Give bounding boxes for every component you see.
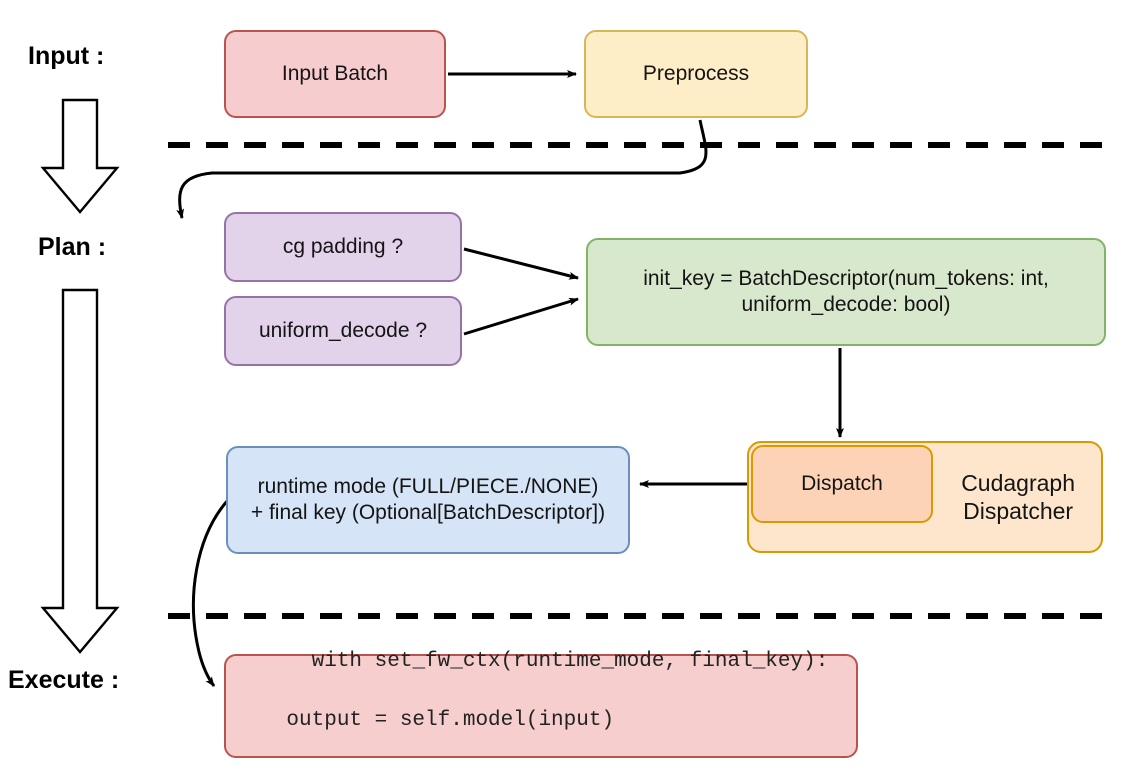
node-cg-padding-label: cg padding ? (282, 235, 404, 259)
node-exec-code-line1: with set_fw_ctx(runtime_mode, final_key)… (311, 650, 829, 674)
node-exec-code-text: with set_fw_ctx(runtime_mode, final_key)… (236, 618, 828, 770)
edge-preprocess-to-cg-padding (176, 119, 708, 219)
node-dispatch[interactable]: Dispatch (751, 445, 933, 523)
stage-label-execute: Execute : (8, 666, 120, 694)
node-cudagraph-dispatcher-text: Cudagraph Dispatcher (961, 469, 1075, 525)
stage-arrow-input-to-plan (40, 98, 120, 214)
node-init-key[interactable]: init_key = BatchDescriptor(num_tokens: i… (586, 238, 1106, 346)
node-input-batch[interactable]: Input Batch (224, 30, 446, 118)
edge-cg-padding-to-init-key (463, 247, 579, 280)
node-init-key-line1: init_key = BatchDescriptor(num_tokens: i… (643, 267, 1049, 291)
node-dispatch-label: Dispatch (801, 472, 883, 496)
node-uniform-decode-label: uniform_decode ? (258, 319, 428, 343)
node-uniform-decode[interactable]: uniform_decode ? (224, 296, 462, 366)
node-input-batch-label: Input Batch (281, 62, 389, 86)
node-runtime-mode-line1: runtime mode (FULL/PIECE./NONE) (257, 475, 599, 499)
node-runtime-mode[interactable]: runtime mode (FULL/PIECE./NONE) + final … (226, 446, 630, 554)
node-preprocess[interactable]: Preprocess (584, 30, 808, 118)
node-preprocess-label: Preprocess (642, 62, 750, 86)
stage-label-plan: Plan : (38, 233, 107, 261)
node-cudagraph-dispatcher-line1: Cudagraph (961, 469, 1075, 496)
node-runtime-mode-text: runtime mode (FULL/PIECE./NONE) + final … (251, 474, 605, 525)
edge-runtime-mode-to-exec-code (192, 499, 230, 687)
edge-uniform-decode-to-init-key (463, 297, 579, 336)
node-exec-code[interactable]: with set_fw_ctx(runtime_mode, final_key)… (224, 650, 858, 758)
node-exec-code-line2: output = self.model(input) (236, 709, 615, 732)
stage-arrow-plan-to-execute (40, 288, 120, 654)
node-cudagraph-dispatcher-line2: Dispatcher (963, 498, 1074, 524)
node-init-key-line2: uniform_decode: bool) (741, 293, 951, 316)
node-runtime-mode-line2: + final key (Optional[BatchDescriptor]) (250, 501, 606, 524)
node-init-key-text: init_key = BatchDescriptor(num_tokens: i… (643, 266, 1049, 317)
stage-label-input: Input : (28, 42, 105, 70)
node-cg-padding[interactable]: cg padding ? (224, 212, 462, 282)
